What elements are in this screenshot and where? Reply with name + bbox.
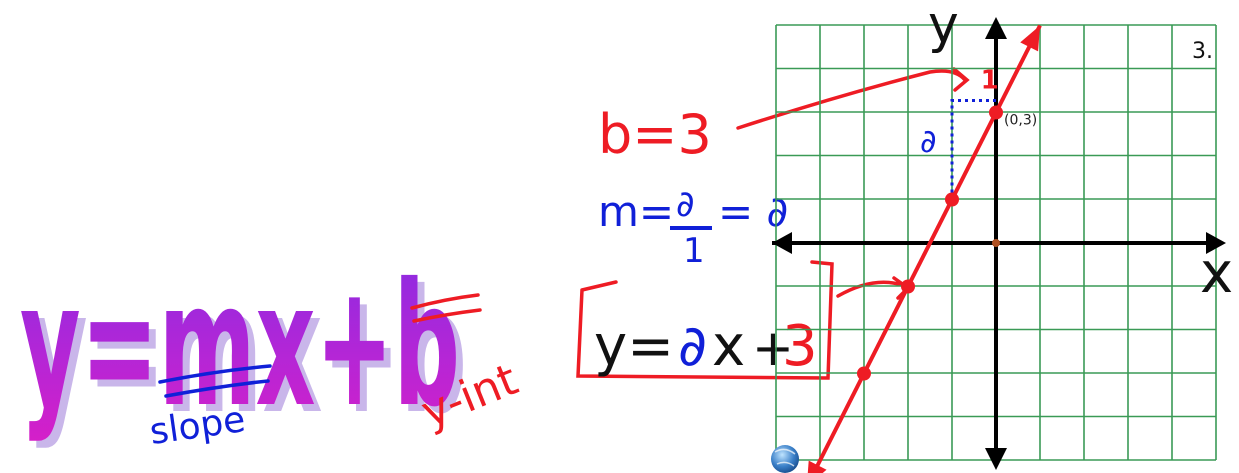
- run-label: 1: [981, 66, 999, 96]
- formula-text: y=mx+b: [20, 247, 460, 445]
- graph-point: [857, 366, 871, 381]
- boxed-plus: +: [752, 319, 794, 377]
- graph-line-bottom-arrow: [807, 460, 827, 473]
- x-axis-right-arrow: [1206, 232, 1226, 254]
- b-arrow: [736, 67, 970, 130]
- m-denominator: 1: [683, 231, 705, 271]
- slope-underline: [158, 364, 272, 398]
- y-axis-top-arrow: [985, 17, 1007, 39]
- graph-line-top-arrow: [1020, 25, 1040, 52]
- point-label: (0,3): [1004, 113, 1037, 129]
- m-equals-note: m=: [598, 187, 674, 236]
- equation-box: [576, 260, 834, 380]
- graph-point: [901, 279, 915, 294]
- m-numerator: ∂: [676, 184, 695, 225]
- formula-wordart: y=mx+b y=mx+b: [20, 247, 467, 452]
- origin-dot: [992, 239, 1000, 247]
- y-axis-bottom-arrow: [985, 448, 1007, 470]
- y-axis-label: y: [928, 0, 959, 55]
- boxed-coefficient: ∂: [678, 314, 707, 379]
- x-axis-left-arrow: [772, 232, 792, 254]
- x-axis-label: x: [1200, 241, 1233, 306]
- graph-point: [945, 192, 959, 207]
- b-equals-note: b=3: [598, 103, 712, 166]
- formula-shadow: y=mx+b: [27, 254, 467, 452]
- rise-label: ∂: [920, 122, 937, 160]
- coordinate-plane: y x ∂ 1 (0,3): [772, 0, 1233, 473]
- graph-point: [989, 105, 1003, 120]
- graph-line: [811, 24, 1042, 473]
- rise-run-guide: [950, 99, 996, 200]
- box-arrow: [836, 276, 911, 300]
- boxed-y: y=: [594, 314, 674, 379]
- intercept-underline: [410, 293, 482, 323]
- globe-icon[interactable]: [771, 445, 799, 473]
- problem-number: 3.: [1192, 39, 1213, 64]
- boxed-x: x: [712, 314, 745, 379]
- boxed-intercept: 3: [782, 314, 818, 379]
- m-result: = ∂: [718, 187, 788, 236]
